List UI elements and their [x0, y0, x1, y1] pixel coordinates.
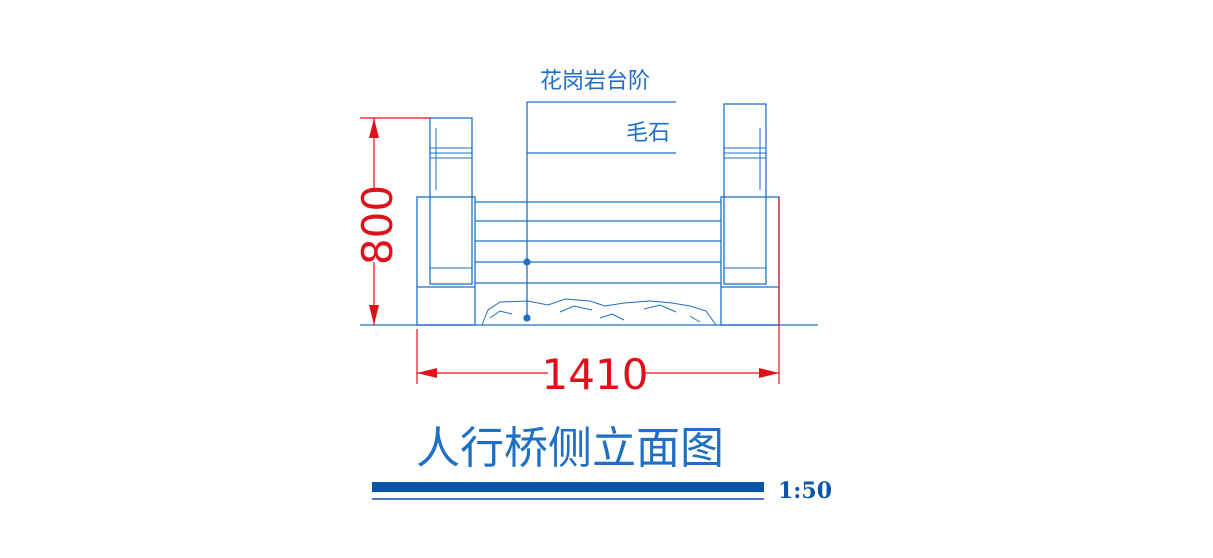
height-arrow-top — [369, 118, 379, 138]
height-dimension: 800 — [353, 185, 402, 265]
leader-dot — [523, 314, 531, 322]
right-pier-base — [720, 196, 780, 326]
leader-dot — [523, 258, 531, 266]
label-rubble: 毛石 — [626, 121, 670, 146]
width-arrow-right — [759, 368, 779, 378]
rubble-stone — [481, 298, 717, 326]
height-arrow-bottom — [369, 305, 379, 325]
left-pier-base — [416, 196, 476, 326]
drawing-scale: 1:50 — [778, 478, 832, 504]
drawing-title: 人行桥侧立面图 — [416, 423, 724, 474]
width-arrow-left — [417, 368, 437, 378]
title-underline-thick — [372, 482, 764, 492]
label-granite-steps: 花岗岩台阶 — [540, 69, 650, 94]
width-dimension: 1410 — [542, 350, 649, 399]
right-post — [723, 103, 767, 285]
left-post — [429, 117, 473, 285]
rubble-stone-detail — [489, 304, 701, 323]
